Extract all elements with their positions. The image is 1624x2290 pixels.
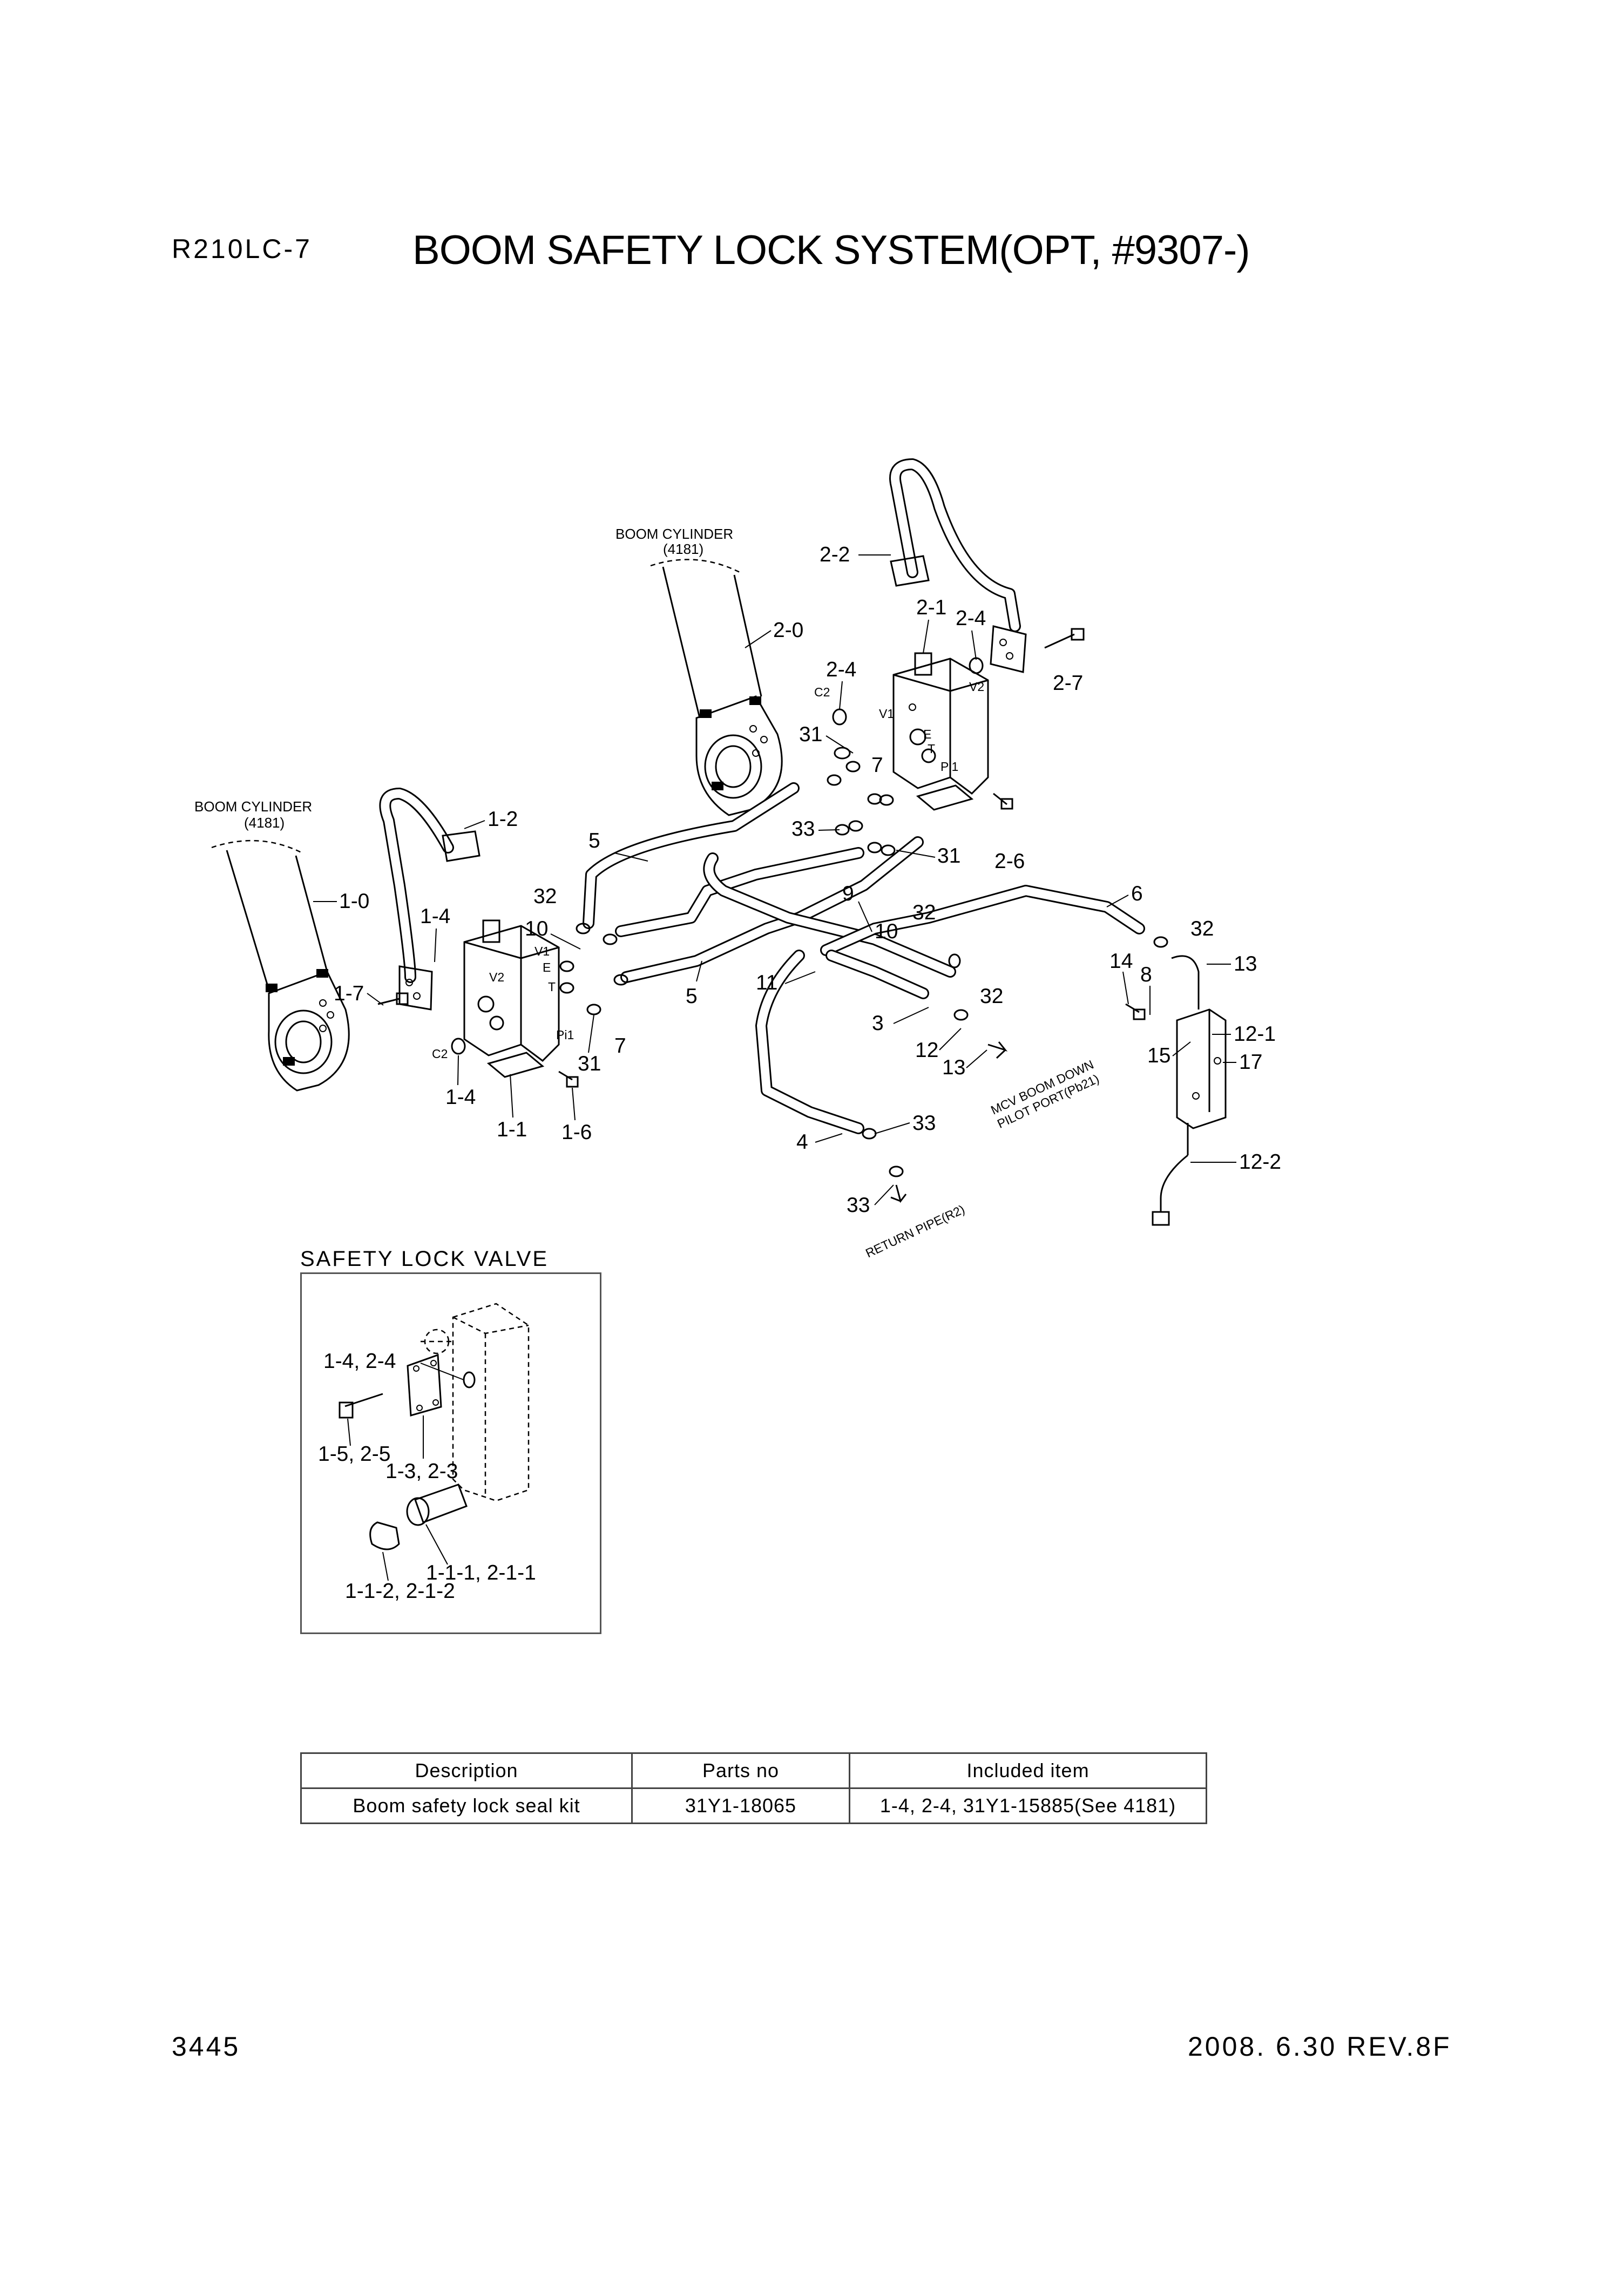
port-label: E — [923, 727, 931, 741]
callout-label: 32 — [980, 985, 1003, 1008]
safety-lock-valve-left — [463, 919, 560, 1078]
callout-label: 33 — [912, 1112, 936, 1135]
port-labels: C2 V1 V2 E T Pi1 C2 V1 V2 E T Pi1 — [432, 680, 984, 1061]
boom-cylinder-left — [211, 839, 350, 1092]
port-label: Pi1 — [940, 760, 958, 774]
column-header-included-item: Included item — [849, 1752, 1207, 1789]
page-title: BOOM SAFETY LOCK SYSTEM(OPT, #9307-) — [412, 227, 1250, 273]
callout-label: 1-0 — [339, 890, 369, 913]
callout-label: 1-4 — [420, 905, 450, 928]
model-number: R210LC-7 — [172, 234, 312, 264]
callout-label: 33 — [847, 1194, 870, 1217]
page-number: 3445 — [172, 2031, 241, 2062]
callout-label: 12-1 — [1234, 1022, 1276, 1046]
inset-title: SAFETY LOCK VALVE — [300, 1247, 549, 1271]
inset-label: 1-4, 2-4 — [323, 1350, 396, 1373]
callout-label: 6 — [1131, 882, 1143, 905]
cell-included-item: 1-4, 2-4, 31Y1-15885(See 4181) — [849, 1787, 1207, 1824]
callout-label: 13 — [942, 1056, 965, 1079]
callout-label: 2-4 — [826, 658, 856, 681]
port-label: C2 — [814, 685, 830, 699]
callout-label: 5 — [588, 829, 600, 852]
callout-label: 4 — [796, 1130, 808, 1154]
callout-label: 2-7 — [1053, 672, 1083, 695]
hose-routing — [583, 782, 1145, 1134]
cell-parts-no: 31Y1-18065 — [631, 1787, 850, 1824]
inset-label: 1-5, 2-5 — [318, 1442, 390, 1466]
boom-cylinder-left-label: BOOM CYLINDER — [194, 798, 312, 815]
callout-label: 14 — [1109, 950, 1133, 973]
column-header-description: Description — [300, 1752, 633, 1789]
callout-label: 17 — [1239, 1051, 1262, 1074]
return-pipe-label: RETURN PIPE(R2) — [863, 1202, 967, 1261]
callout-label: 9 — [842, 882, 854, 905]
callout-label: 3 — [872, 1012, 884, 1035]
callout-label: 32 — [912, 901, 936, 924]
callout-label: 12 — [915, 1039, 938, 1062]
callout-label: 2-6 — [994, 850, 1025, 873]
callout-label: 10 — [875, 920, 898, 943]
callout-label: 1-1 — [497, 1118, 527, 1141]
port-label: V1 — [534, 944, 550, 958]
fittings — [451, 657, 1168, 1177]
inset-label: 1-1-2, 2-1-2 — [345, 1580, 455, 1603]
safety-lock-valve-right — [892, 652, 989, 811]
inset-label: 1-1-1, 2-1-1 — [426, 1561, 536, 1584]
callout-label: 1-7 — [334, 982, 364, 1005]
callout-label: 2-0 — [773, 619, 803, 642]
callout-label: 11 — [756, 971, 778, 994]
callout-label: 2-4 — [956, 607, 986, 630]
port-label: C2 — [432, 1047, 448, 1061]
port-label: V1 — [879, 707, 894, 721]
port-label: T — [928, 742, 935, 756]
callout-label: 10 — [525, 917, 548, 940]
callout-label: 31 — [799, 723, 822, 746]
port-label: E — [543, 960, 551, 974]
inset-drawing: 1-4, 2-4 1-5, 2-5 1-3, 2-3 1-1-1, 2-1-1 … — [318, 1303, 536, 1603]
callout-label: 15 — [1147, 1044, 1170, 1067]
column-header-parts-no: Parts no — [631, 1752, 850, 1789]
callout-label: 13 — [1234, 952, 1257, 975]
inset-safety-lock-valve: 1-4, 2-4 1-5, 2-5 1-3, 2-3 1-1-1, 2-1-1 … — [300, 1272, 601, 1634]
pressure-switch — [1152, 955, 1227, 1226]
callout-label: 8 — [1140, 963, 1152, 986]
callout-label: 32 — [533, 885, 557, 908]
outlet-arrows — [890, 1041, 1008, 1203]
callout-label: 5 — [686, 985, 698, 1008]
callouts: 2-2 2-1 2-4 2-0 2-4 2-7 31 7 33 31 2-6 9… — [313, 543, 1281, 1217]
pipe-1-2 — [379, 788, 481, 1011]
parts-table: Description Parts no Included item Boom … — [300, 1752, 1207, 1824]
boom-cylinder-right — [650, 559, 783, 816]
callout-label: 2-1 — [916, 596, 946, 619]
boom-cylinder-right-label: BOOM CYLINDER — [615, 526, 733, 542]
callout-label: 1-2 — [488, 808, 518, 831]
callout-label: 31 — [937, 844, 960, 868]
table-row: Boom safety lock seal kit 31Y1-18065 1-4… — [300, 1787, 1207, 1824]
callout-label: 33 — [791, 817, 815, 841]
callout-label: 1-6 — [561, 1121, 592, 1144]
pipe-2-2 — [889, 458, 1027, 673]
callout-label: 32 — [1190, 917, 1214, 940]
inset-label: 1-3, 2-3 — [385, 1460, 458, 1483]
revision-date: 2008. 6.30 REV.8F — [1188, 2031, 1452, 2062]
port-label: T — [548, 980, 556, 994]
callout-label: 7 — [871, 754, 883, 777]
callout-label: 1-4 — [445, 1086, 476, 1109]
boom-cylinder-left-ref: (4181) — [244, 815, 285, 831]
callout-label: 7 — [614, 1034, 626, 1058]
callout-label: 2-2 — [820, 543, 850, 566]
port-label: Pi1 — [556, 1028, 574, 1042]
callout-label: 12-2 — [1239, 1150, 1281, 1174]
bolts — [377, 628, 1146, 1088]
boom-cylinder-right-ref: (4181) — [663, 541, 703, 557]
port-label: V2 — [969, 680, 984, 694]
table-header-row: Description Parts no Included item — [300, 1752, 1207, 1789]
cell-description: Boom safety lock seal kit — [300, 1787, 633, 1824]
callout-label: 31 — [578, 1052, 601, 1075]
port-label: V2 — [489, 970, 504, 984]
